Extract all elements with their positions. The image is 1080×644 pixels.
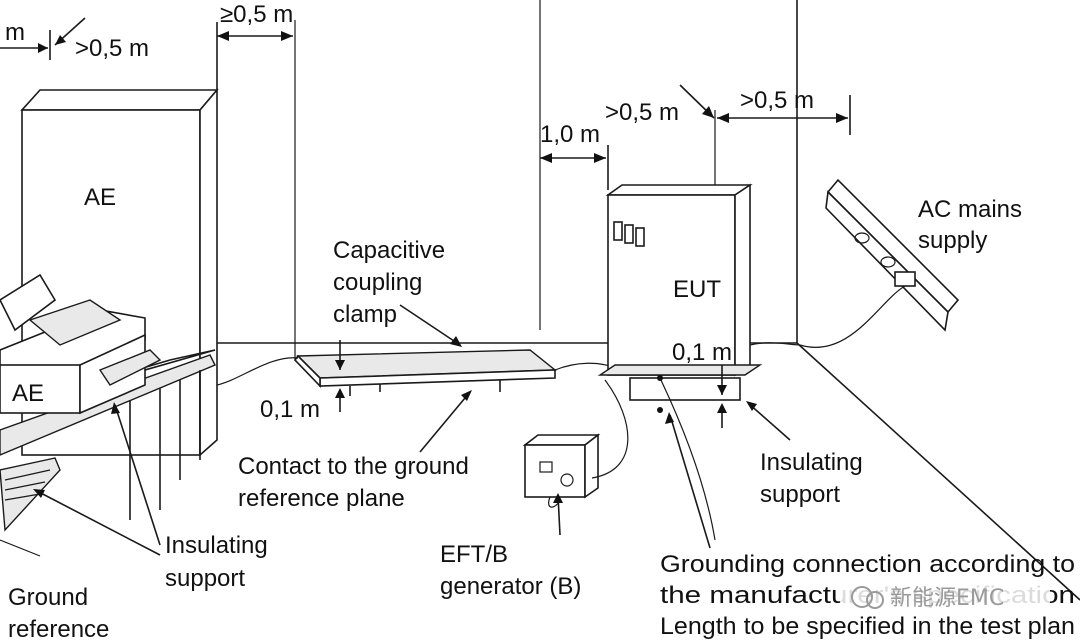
grounding-line3: Length to be specified in the test plan xyxy=(660,613,1075,640)
dim-top-left-m: m xyxy=(5,19,25,46)
ground-ref-line2: reference xyxy=(8,616,109,643)
dim-01-eut: 0,1 m xyxy=(672,339,732,366)
eut-box: EUT xyxy=(597,183,763,413)
insulating-left-line2: support xyxy=(165,565,245,592)
clamp-label-line2: coupling xyxy=(333,269,422,296)
eft-line1: EFT/B xyxy=(440,541,508,568)
capacitive-coupling-clamp xyxy=(216,349,621,396)
ground-ref-line1: Ground xyxy=(8,584,88,611)
leader-lines xyxy=(33,304,791,556)
eft-line2: generator (B) xyxy=(440,573,581,600)
eut-label: EUT xyxy=(673,276,721,303)
dim-01-clamp: 0,1 m xyxy=(260,396,320,423)
insulating-right-line2: support xyxy=(760,481,840,508)
ae-cabinet-label: AE xyxy=(84,184,116,211)
dim-gt05-left: >0,5 m xyxy=(75,35,149,62)
insulating-left-line1: Insulating xyxy=(165,532,268,559)
dim-ge05: ≥0,5 m xyxy=(220,1,293,28)
ae-table: AE xyxy=(0,273,216,520)
eft-generator xyxy=(522,379,629,508)
contact-ground-line1: Contact to the ground xyxy=(238,453,469,480)
ae-table-label: AE xyxy=(12,380,44,407)
dimension-marks xyxy=(0,17,851,428)
dim-gt05-right: >0,5 m xyxy=(740,87,814,114)
watermark-text: 新能源EMC xyxy=(890,586,1004,611)
dim-1-0: 1,0 m xyxy=(540,121,600,148)
grounding-line1: Grounding connection according to xyxy=(660,551,1075,578)
clamp-label-line1: Capacitive xyxy=(333,237,445,264)
clamp-label-line3: clamp xyxy=(333,301,397,328)
ac-mains-label-line1: AC mains xyxy=(918,196,1022,223)
ground-reference-plane xyxy=(0,457,61,557)
dim-gt05-eut: >0,5 m xyxy=(605,99,679,126)
contact-ground-line2: reference plane xyxy=(238,485,405,512)
ac-mains-supply: AC mains supply xyxy=(799,178,1022,348)
insulating-right-line1: Insulating xyxy=(760,449,863,476)
wiring xyxy=(659,342,801,541)
watermark: 新能源EMC xyxy=(840,582,1050,612)
ac-mains-label-line2: supply xyxy=(918,227,987,254)
ae-cabinet: AE xyxy=(20,87,219,457)
